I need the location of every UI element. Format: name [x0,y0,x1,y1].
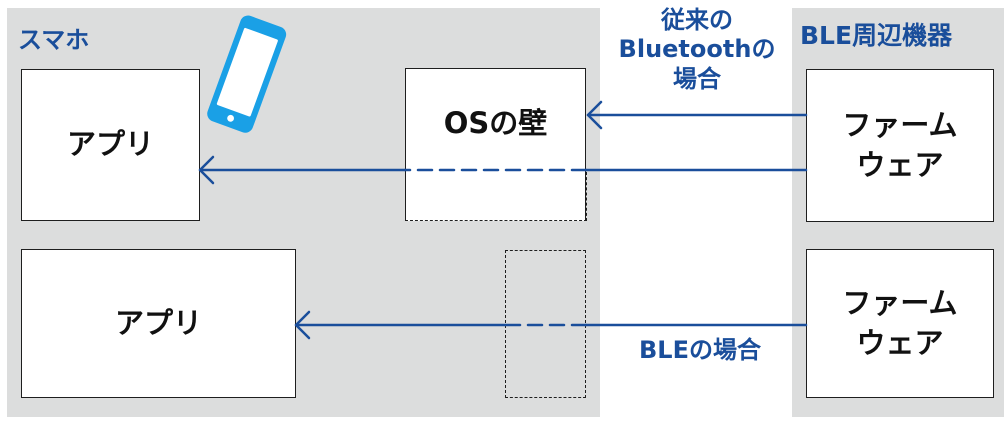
firmware-label-line: ファーム [842,108,958,143]
app-label: アプリ [66,127,154,162]
app-arrowhead-bottom [294,310,311,340]
app-box-top: アプリ [21,69,200,221]
firmware-label-line: ウェア [856,325,944,360]
legacy-bluetooth-flow-label: 従来の Bluetoothの 場合 [602,6,792,94]
legacy-label-line: 従来の [661,6,733,34]
firmware-label-line: ウェア [856,147,944,182]
legacy-label-line: Bluetoothの [618,35,776,64]
firmware-box-top: ファーム ウェア [806,69,994,222]
firmware-box-bottom: ファーム ウェア [806,249,994,398]
app-label: アプリ [114,305,202,340]
firmware-label-line: ファーム [842,286,958,321]
os-wall-box: OSの壁 [404,68,587,221]
app-arrowhead-top [198,155,215,185]
os-wall-label: OSの壁 [443,105,548,140]
app-box-bottom: アプリ [21,249,296,398]
ble-device-section-title: BLE周辺機器 [800,21,953,50]
legacy-arrowhead [586,100,603,130]
legacy-label-line: 場合 [673,64,721,93]
smartphone-section-title: スマホ [18,26,90,54]
ble-flow-label: BLEの場合 [639,336,761,364]
os-wall-dashed-extension [404,172,587,221]
